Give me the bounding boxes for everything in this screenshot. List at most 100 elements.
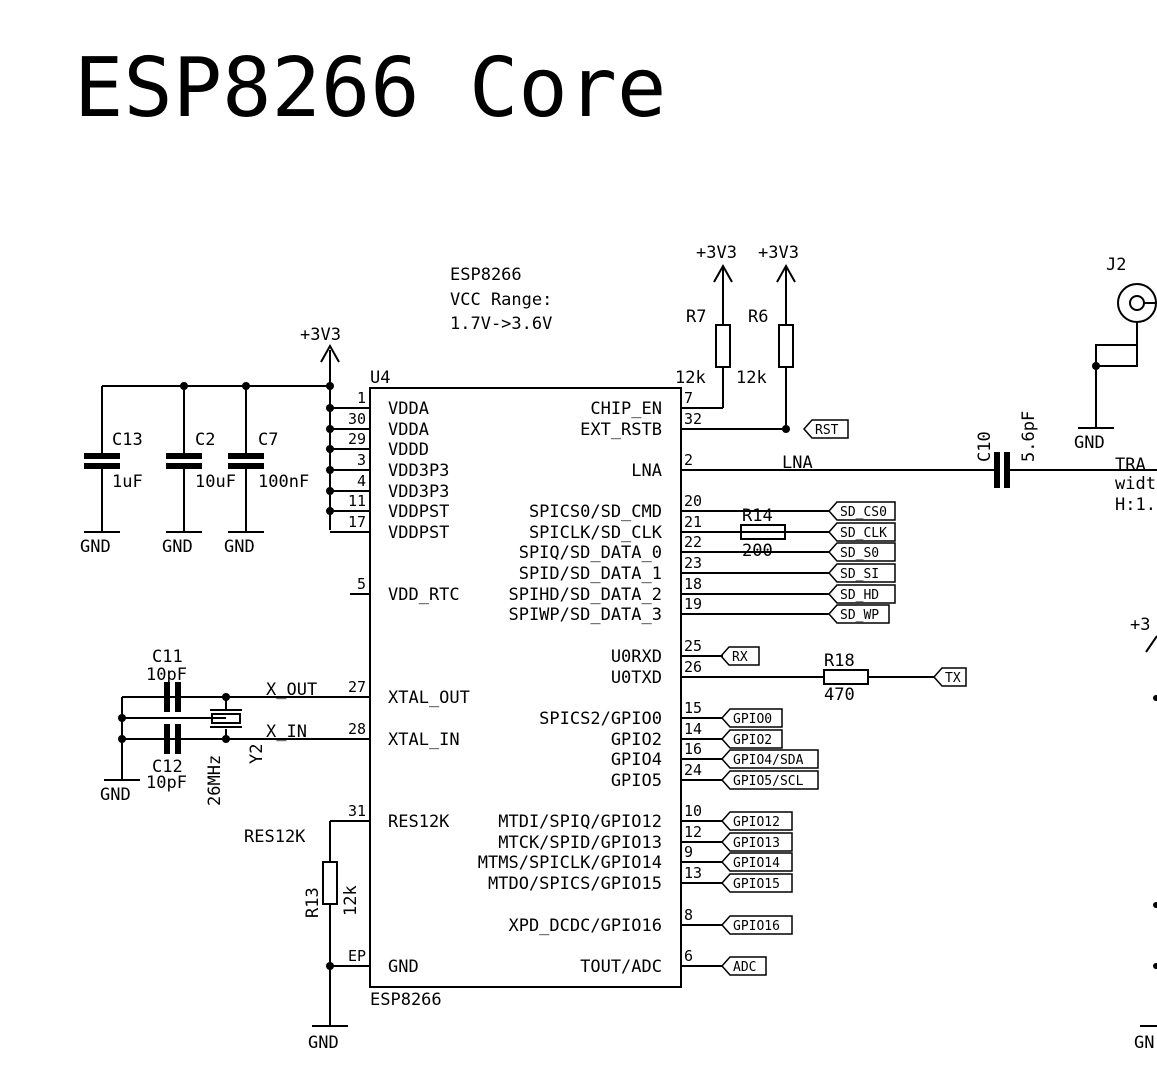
- sd-net-label: SD_SI: [840, 567, 879, 582]
- pin-number: 30: [348, 410, 366, 428]
- pin-name: CHIP_EN: [590, 399, 662, 419]
- trace-note-2: widt: [1115, 474, 1156, 494]
- pin-number: 9: [684, 843, 693, 861]
- r13-ref: R13: [303, 887, 323, 918]
- pin-name: VDDPST: [388, 502, 449, 522]
- chip-ref: U4: [370, 368, 390, 388]
- c12-value: 10pF: [146, 773, 187, 793]
- y2-freq: 26MHz: [205, 755, 225, 806]
- pin-number: 17: [348, 513, 366, 531]
- pin-name: SPICS2/GPIO0: [539, 709, 662, 729]
- pin-number: 6: [684, 947, 693, 965]
- gpio-net-label-flag: [720, 708, 783, 728]
- pin-name: GND: [388, 957, 419, 977]
- pin-number: 14: [684, 720, 702, 738]
- sd-net-label: SD_HD: [840, 588, 879, 603]
- pin-name: SPID/SD_DATA_1: [519, 564, 662, 584]
- pin-number: 20: [684, 492, 702, 510]
- c10-ref: C10: [975, 431, 995, 462]
- pin-name: SPIWP/SD_DATA_3: [508, 605, 662, 625]
- rx-net-label-flag: [719, 646, 760, 666]
- resistor-r14: R14 200: [740, 506, 786, 561]
- rst-net-label-flag: [802, 419, 849, 439]
- pin-number: 28: [348, 720, 366, 738]
- chip-note-line-2: VCC Range:: [450, 290, 552, 310]
- sd-net-label-flag: [827, 604, 890, 624]
- pin-number: 10: [684, 802, 702, 820]
- pin-name: RES12K: [388, 812, 450, 832]
- left-power-rail: +3V3: [102, 325, 341, 530]
- r18-value: 470: [824, 685, 855, 705]
- c10-value: 5.6pF: [1019, 411, 1039, 462]
- c12-ref: C12: [152, 757, 183, 777]
- partial-gnd-label: GN: [1134, 1033, 1154, 1053]
- r14-ref: R14: [742, 506, 773, 526]
- trace-note-1: TRA: [1115, 455, 1146, 475]
- c7-value: 100nF: [258, 472, 309, 492]
- pin-name: SPIQ/SD_DATA_0: [519, 543, 662, 563]
- pin-name: VDD3P3: [388, 461, 449, 481]
- pin-number: 5: [357, 575, 366, 593]
- sd-net-label-flag: [827, 584, 896, 604]
- pin-number: 7: [684, 389, 693, 407]
- cap-c2: C2 10uF GND: [162, 386, 236, 557]
- gpio-net-label-flag: [720, 729, 783, 749]
- gpio-net-label-flag: [720, 832, 793, 852]
- pullup-r7: +3V3 R7 12k: [675, 243, 737, 409]
- v3v3-label-left: +3V3: [300, 325, 341, 345]
- c13-ref: C13: [112, 430, 143, 450]
- pin-name: SPIHD/SD_DATA_2: [508, 585, 662, 605]
- rx-net-label: RX: [732, 650, 748, 665]
- pin-name: VDD3P3: [388, 482, 449, 502]
- sd-net-label: SD_CS0: [840, 505, 887, 520]
- c11-value: 10pF: [146, 665, 187, 685]
- pin-name: GPIO5: [611, 771, 662, 791]
- gnd-label-c13: GND: [80, 537, 111, 557]
- pin-name: XTAL_IN: [388, 730, 460, 750]
- gpio-net-label-flag: [720, 770, 819, 790]
- pin-name: VDDD: [388, 440, 429, 460]
- chip-value: ESP8266: [370, 990, 442, 1010]
- r7-value: 12k: [675, 368, 706, 388]
- pullup-r6: +3V3 R6 12k: [736, 243, 799, 433]
- pin-number: 22: [684, 533, 702, 551]
- pin-name: GPIO2: [611, 730, 662, 750]
- pin-name: VDDPST: [388, 523, 449, 543]
- adc-net-label-flag: [720, 956, 767, 976]
- cap-c13: C13 1uF GND: [80, 386, 143, 557]
- pin-name: MTCK/SPID/GPIO13: [498, 833, 662, 853]
- pin-number: 2: [684, 451, 693, 469]
- pin-number: 12: [684, 823, 702, 841]
- pin-number: 3: [357, 451, 366, 469]
- gpio-net-label-flag: [720, 811, 793, 831]
- pin-name: SPICS0/SD_CMD: [529, 502, 662, 522]
- sd-net-label-flag: [827, 501, 896, 521]
- pin-number: 18: [684, 575, 702, 593]
- pin-name: MTDO/SPICS/GPIO15: [488, 874, 662, 894]
- gpio-net-label-flag: [720, 852, 793, 872]
- pin-number: 1: [357, 389, 366, 407]
- right-edge-partial: +3 GN: [1130, 615, 1157, 1053]
- pin-number: 21: [684, 513, 702, 531]
- j2-ref: J2: [1106, 255, 1126, 275]
- pin-number: 4: [357, 472, 366, 490]
- net-label-flags: RSTSD_CS0SD_CLKSD_S0SD_SISD_HDSD_WPRXTXG…: [719, 419, 967, 976]
- gpio-net-label-flag: [720, 749, 819, 769]
- pin-number: EP: [348, 947, 366, 965]
- gnd-label-r13: GND: [308, 1033, 339, 1053]
- chip-left-pins: 1VDDA30VDDA29VDDD3VDD3P34VDD3P311VDDPST1…: [329, 386, 470, 977]
- pin-name: XPD_DCDC/GPIO16: [508, 916, 662, 936]
- gpio-net-label: GPIO14: [733, 856, 780, 871]
- pin-name: EXT_RSTB: [580, 420, 662, 440]
- gpio-net-label: GPIO4/SDA: [733, 753, 804, 768]
- gpio-net-label-flag: [720, 873, 793, 893]
- pin-name: XTAL_OUT: [388, 688, 470, 708]
- chip-note-line-3: 1.7V->3.6V: [450, 314, 552, 334]
- pin-number: 23: [684, 554, 702, 572]
- tx-net-label: TX: [945, 671, 961, 686]
- pin-number: 25: [684, 637, 702, 655]
- c7-ref: C7: [258, 430, 278, 450]
- lna-net-label: LNA: [782, 453, 813, 473]
- schematic-title: ESP8266 Core: [74, 41, 666, 136]
